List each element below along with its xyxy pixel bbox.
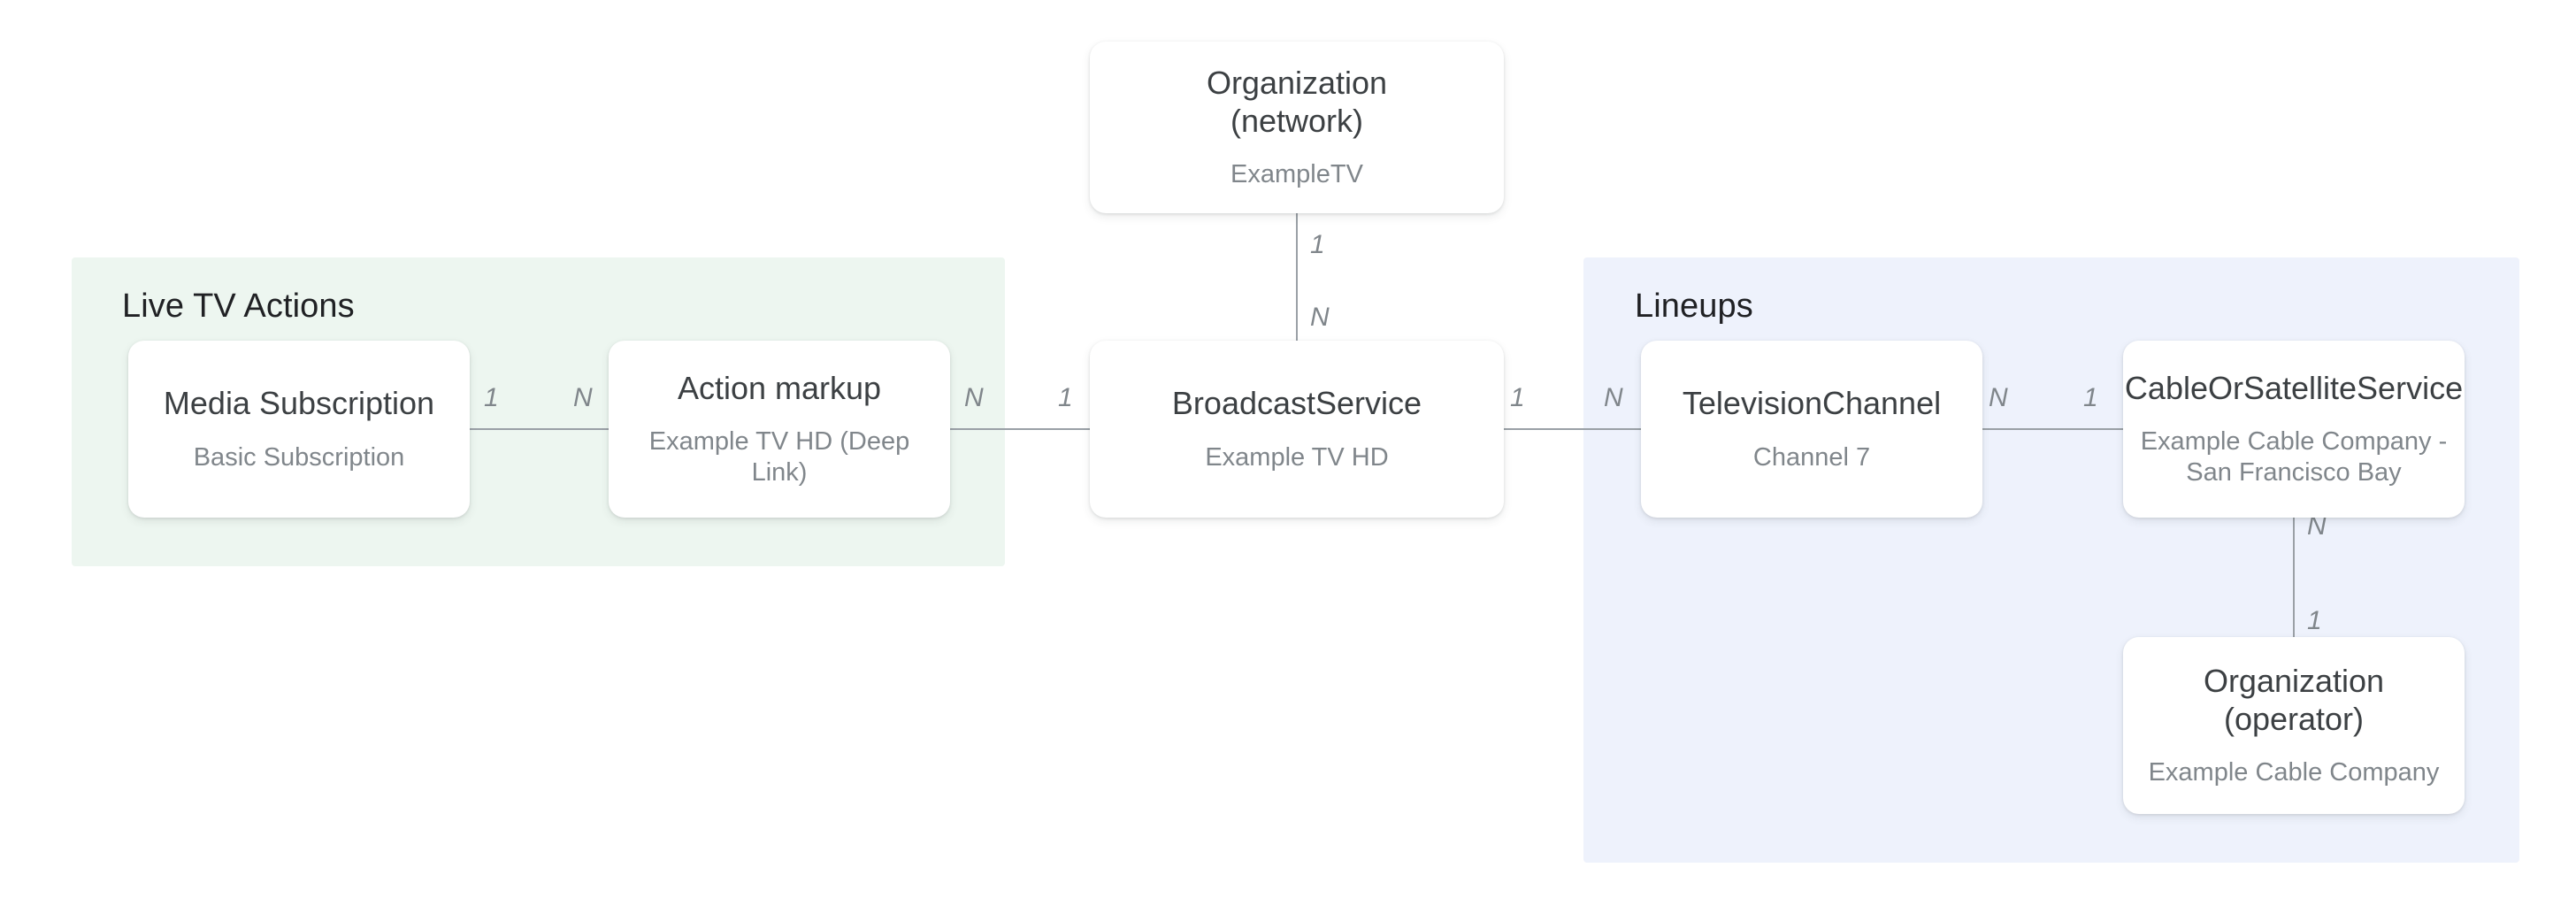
node-organization-operator-subtitle: Example Cable Company [2148, 758, 2440, 787]
cardinality-media-sub-to-action-markup-source: 1 [484, 383, 499, 412]
node-organization-operator-title: Organization (operator) [2203, 663, 2385, 737]
cardinality-media-sub-to-action-markup-target: N [573, 383, 593, 412]
edge-broadcastservice-to-tvchannel [1504, 428, 1642, 430]
edge-action-markup-to-broadcastservice [950, 428, 1091, 430]
node-media-subscription-subtitle: Basic Subscription [193, 442, 405, 472]
node-televisionchannel-title: TelevisionChannel [1682, 385, 1942, 422]
cardinality-broadcastservice-to-tvchannel-target: N [1604, 383, 1623, 412]
edge-org-network-to-broadcastservice [1296, 213, 1298, 342]
node-organization-network[interactable]: Organization (network) ExampleTV [1090, 42, 1504, 213]
edge-media-sub-to-action-markup [470, 428, 610, 430]
edge-cablesat-to-org-operator [2293, 518, 2295, 638]
cardinality-cablesat-to-org-operator-source: N [2307, 511, 2327, 541]
node-organization-network-subtitle: ExampleTV [1230, 160, 1363, 189]
node-media-subscription[interactable]: Media Subscription Basic Subscription [128, 341, 470, 518]
cardinality-cablesat-to-org-operator-target: 1 [2307, 606, 2322, 635]
node-action-markup[interactable]: Action markup Example TV HD (Deep Link) [609, 341, 950, 518]
node-cableorsatelliteservice-title: CableOrSatelliteService [2124, 369, 2464, 406]
edge-tvchannel-to-cablesat [1982, 428, 2124, 430]
node-cableorsatelliteservice-subtitle: Example Cable Company - San Francisco Ba… [2140, 427, 2448, 488]
cardinality-tvchannel-to-cablesat-target: 1 [2083, 383, 2098, 412]
cardinality-org-network-to-broadcastservice-source: 1 [1310, 230, 1325, 259]
node-broadcastservice-subtitle: Example TV HD [1205, 442, 1389, 472]
node-televisionchannel[interactable]: TelevisionChannel Channel 7 [1641, 341, 1982, 518]
cardinality-tvchannel-to-cablesat-source: N [1989, 383, 2008, 412]
node-cableorsatelliteservice[interactable]: CableOrSatelliteService Example Cable Co… [2123, 341, 2465, 518]
cardinality-org-network-to-broadcastservice-target: N [1310, 303, 1330, 332]
node-media-subscription-title: Media Subscription [163, 385, 435, 422]
panel-live-tv-actions-title: Live TV Actions [122, 288, 355, 325]
node-organization-operator[interactable]: Organization (operator) Example Cable Co… [2123, 637, 2465, 814]
cardinality-action-markup-to-broadcastservice-target: 1 [1058, 383, 1073, 412]
node-action-markup-title: Action markup [677, 369, 882, 406]
node-organization-network-title: Organization (network) [1206, 65, 1388, 139]
cardinality-broadcastservice-to-tvchannel-source: 1 [1510, 383, 1525, 412]
cardinality-action-markup-to-broadcastservice-source: N [964, 383, 984, 412]
node-broadcastservice[interactable]: BroadcastService Example TV HD [1090, 341, 1504, 518]
node-broadcastservice-title: BroadcastService [1171, 385, 1422, 422]
node-televisionchannel-subtitle: Channel 7 [1752, 442, 1871, 472]
node-action-markup-subtitle: Example TV HD (Deep Link) [648, 427, 910, 488]
panel-lineups-title: Lineups [1635, 288, 1753, 325]
